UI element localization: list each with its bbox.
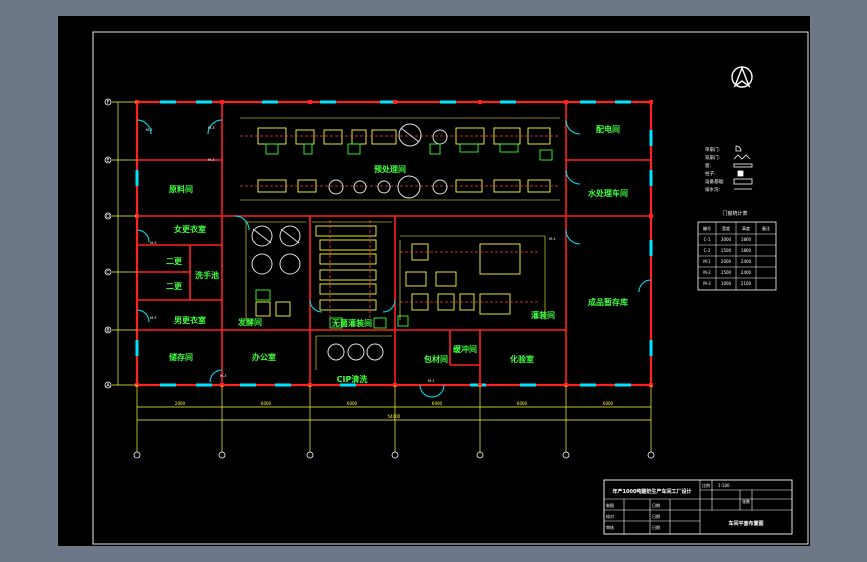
legend: 单扇门: 双扇门: 窗: 柱子: 设备基础: 排水沟: <box>705 145 753 193</box>
room-label-male-locker: 男更衣室 <box>174 315 206 325</box>
grid-row-label: D <box>106 214 110 220</box>
legend-label: 单扇门: <box>705 146 720 153</box>
room-label-second-change: 二更 <box>166 256 183 266</box>
room-label-raw: 原料间 <box>169 184 193 194</box>
room-label-lab: 化验室 <box>510 354 534 364</box>
room-label-power: 配电间 <box>596 124 620 134</box>
room-label-fermentation: 发酵间 <box>237 317 262 327</box>
svg-text:M-3: M-3 <box>150 316 157 320</box>
room-label-pretreatment: 预处理间 <box>374 164 406 174</box>
svg-text:M-3: M-3 <box>146 128 153 132</box>
grid-row-label: A <box>106 383 110 389</box>
sheet-border <box>92 31 809 545</box>
dimension-text: 6000 <box>261 401 272 406</box>
overall-dimension-text: 54000 <box>388 414 401 419</box>
svg-text:M-3: M-3 <box>150 241 157 245</box>
grid-row-label: B <box>106 328 110 334</box>
table-cell: C-2 <box>704 248 711 253</box>
tb-cell: 日期 <box>652 524 660 530</box>
room-label-materials: 包材间 <box>423 354 448 364</box>
table-cell: M-2 <box>703 270 711 275</box>
scale-label: 比例 <box>702 482 710 488</box>
north-arrow-icon <box>731 66 753 88</box>
title-block: 年产1000吨酸奶生产车间工厂设计 比例 1:100 制图 日期 校对 日期 审… <box>603 479 793 535</box>
table-header: 编号 <box>703 225 711 231</box>
grid-row-label: E <box>106 158 109 164</box>
room-label-buffer: 缓冲间 <box>453 344 477 354</box>
svg-text:M-3: M-3 <box>208 158 215 162</box>
tb-cell: 制图 <box>606 502 614 508</box>
dimension-text: 6000 <box>347 401 358 406</box>
svg-text:M-3: M-3 <box>208 126 215 130</box>
legend-label: 窗: <box>705 162 711 169</box>
dimension-text: 6000 <box>432 401 443 406</box>
room-label-sterile-filling: 无菌灌装间 <box>331 318 372 328</box>
scale-value: 1:100 <box>718 483 730 488</box>
table-header: 备注 <box>762 225 770 231</box>
grid-row-label: C <box>106 270 110 276</box>
room-label-handwash: 洗手池 <box>195 270 219 280</box>
room-label-female-locker: 女更衣室 <box>174 224 206 234</box>
table-cell: 1500 <box>721 270 732 275</box>
svg-text:M-3: M-3 <box>220 374 227 378</box>
drawing-sheet <box>58 16 810 546</box>
svg-text:M-3: M-3 <box>549 237 556 241</box>
table-cell: C-1 <box>704 237 711 242</box>
project-title: 年产1000吨酸奶生产车间工厂设计 <box>613 488 692 495</box>
room-label-filling: 灌装间 <box>531 310 555 320</box>
dimension-text: 2000 <box>175 401 186 406</box>
table-cell: 2400 <box>741 259 752 264</box>
table-cell: 1000 <box>721 281 732 286</box>
table-cell: 1800 <box>741 237 752 242</box>
table-title: 门窗统计表 <box>722 210 747 217</box>
svg-text:M-1: M-1 <box>428 379 435 383</box>
floor-plan: F E D C B A 2000 6000 6000 6000 6000 600… <box>104 98 655 459</box>
room-label-office: 办公室 <box>252 352 276 362</box>
tb-cell: 日期 <box>652 502 660 508</box>
dimension-text: 6000 <box>603 401 614 406</box>
table-header: 宽度 <box>722 225 730 231</box>
room-label-second-change: 二更 <box>166 281 183 291</box>
table-cell: 1800 <box>741 248 752 253</box>
door-window-table: 门窗统计表 编号 宽度 高度 备注 C-1 3000 1800 C-2 1500… <box>697 210 777 291</box>
table-cell: 3000 <box>721 237 732 242</box>
sheet-label: 张数 <box>742 498 750 504</box>
room-label-cip: CIP清洗 <box>337 374 368 384</box>
tb-cell: 日期 <box>652 513 660 519</box>
room-label-finished: 成品暂存库 <box>588 297 628 307</box>
tb-cell: 校对 <box>606 513 614 519</box>
legend-label: 柱子: <box>705 170 716 177</box>
drawing-name: 车间平面布置图 <box>728 520 763 527</box>
table-cell: M-3 <box>703 281 711 286</box>
tb-cell: 审核 <box>606 524 614 530</box>
legend-label: 双扇门: <box>705 154 720 161</box>
table-header: 高度 <box>742 225 750 231</box>
legend-label: 排水沟: <box>705 186 720 193</box>
room-label-storage: 储存间 <box>168 352 193 362</box>
table-cell: 2100 <box>741 281 752 286</box>
table-cell: M-1 <box>703 259 711 264</box>
table-cell: 1500 <box>721 248 732 253</box>
dimension-text: 6000 <box>517 401 528 406</box>
grid-row-label: F <box>107 100 110 106</box>
table-cell: 2400 <box>741 270 752 275</box>
table-cell: 2000 <box>721 259 732 264</box>
room-label-water: 水处理车间 <box>587 188 628 198</box>
legend-label: 设备基础: <box>705 178 725 185</box>
